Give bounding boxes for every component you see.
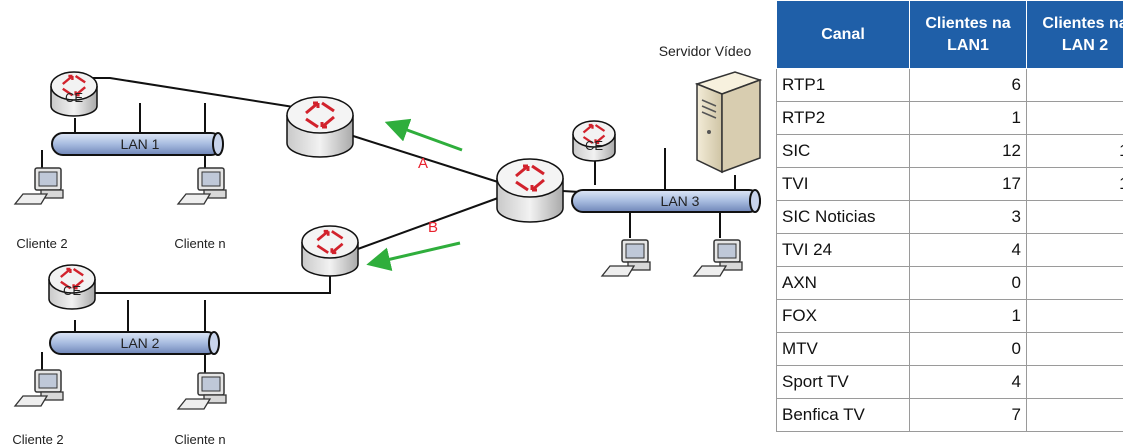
link-a-label: A	[418, 155, 428, 172]
clients-lan1: 12	[909, 134, 1027, 168]
computer-icon-lan2-right	[177, 372, 227, 410]
channel-name: AXN	[776, 266, 910, 300]
channel-name: RTP1	[776, 68, 910, 102]
table-row: Sport TV40	[776, 365, 1123, 399]
client-label-lan1-left: Cliente 2	[16, 236, 67, 251]
clients-lan2: 13	[1026, 167, 1123, 201]
ce-router-lan3: CE	[572, 120, 616, 162]
lan3-label: LAN 3	[661, 193, 700, 209]
clients-lan2: 8	[1026, 68, 1123, 102]
server-label: Servidor Vídeo	[659, 43, 752, 59]
computer-icon-lan2-left	[14, 369, 64, 407]
table-row: MTV01	[776, 332, 1123, 366]
computer-icon-lan1-right	[177, 167, 227, 205]
router-core	[496, 158, 564, 223]
ce-label: CE	[63, 283, 81, 298]
link-b-label: B	[428, 219, 438, 236]
ce-label: CE	[65, 90, 83, 105]
channel-name: MTV	[776, 332, 910, 366]
table-row: TVI1713	[776, 167, 1123, 201]
clients-lan1: 1	[909, 299, 1027, 333]
lan1-segment: LAN 1	[41, 103, 224, 172]
clients-lan1: 17	[909, 167, 1027, 201]
table-row: RTP168	[776, 68, 1123, 102]
clients-lan1: 4	[909, 233, 1027, 267]
table-row: SIC1214	[776, 134, 1123, 168]
client-label-lan1-right: Cliente n	[174, 236, 225, 251]
clients-lan1: 4	[909, 365, 1027, 399]
channel-name: FOX	[776, 299, 910, 333]
clients-lan2: 1	[1026, 266, 1123, 300]
table-row: TVI 2446	[776, 233, 1123, 267]
channel-name: RTP2	[776, 101, 910, 135]
traffic-arrow-a	[384, 118, 463, 152]
computer-icon-lan3-right	[693, 239, 743, 277]
channel-name: TVI 24	[776, 233, 910, 267]
clients-lan1: 3	[909, 200, 1027, 234]
ce-label: CE	[585, 138, 603, 153]
clients-lan2: 1	[1026, 332, 1123, 366]
clients-lan1: 7	[909, 398, 1027, 432]
channel-name: Sport TV	[776, 365, 910, 399]
clients-lan1: 0	[909, 266, 1027, 300]
video-server-icon	[694, 71, 763, 174]
lan1-label: LAN 1	[121, 136, 160, 152]
channel-table-container: Canal Clientes na LAN1 Clientes na LAN 2…	[776, 0, 1123, 448]
channel-table: Canal Clientes na LAN1 Clientes na LAN 2…	[776, 0, 1123, 432]
table-row: Benfica TV72	[776, 398, 1123, 432]
column-header-canal: Canal	[776, 0, 910, 69]
clients-lan2: 6	[1026, 200, 1123, 234]
lan2-segment: LAN 2	[41, 300, 220, 375]
table-row: SIC Noticias36	[776, 200, 1123, 234]
ce-router-lan1: CE	[50, 71, 98, 117]
clients-lan1: 1	[909, 101, 1027, 135]
table-header-row: Canal Clientes na LAN1 Clientes na LAN 2	[776, 0, 1123, 69]
table-row: RTP210	[776, 101, 1123, 135]
lan3-segment: LAN 3	[571, 148, 761, 238]
column-header-lan1: Clientes na LAN1	[909, 0, 1027, 69]
client-label-lan2-right: Cliente n	[174, 432, 225, 447]
channel-name: SIC	[776, 134, 910, 168]
client-label-lan2-left: Cliente 2	[12, 432, 63, 447]
clients-lan2: 0	[1026, 101, 1123, 135]
computer-icon-lan3-left	[601, 239, 651, 277]
clients-lan2: 2	[1026, 398, 1123, 432]
clients-lan1: 0	[909, 332, 1027, 366]
network-diagram: LAN 1 LAN 2 LAN 3 CE CE CE	[12, 43, 763, 447]
clients-lan2: 0	[1026, 299, 1123, 333]
computer-icon-lan1-left	[14, 167, 64, 205]
table-row: AXN01	[776, 266, 1123, 300]
clients-lan2: 14	[1026, 134, 1123, 168]
lan2-label: LAN 2	[121, 335, 160, 351]
clients-lan1: 6	[909, 68, 1027, 102]
table-row: FOX10	[776, 299, 1123, 333]
channel-name: SIC Noticias	[776, 200, 910, 234]
channel-name: Benfica TV	[776, 398, 910, 432]
ce-router-lan2: CE	[48, 264, 96, 310]
router-upper	[286, 96, 354, 158]
column-header-lan2: Clientes na LAN 2	[1026, 0, 1123, 69]
clients-lan2: 0	[1026, 365, 1123, 399]
traffic-arrow-b	[366, 241, 461, 271]
channel-name: TVI	[776, 167, 910, 201]
clients-lan2: 6	[1026, 233, 1123, 267]
router-lower	[301, 225, 359, 277]
